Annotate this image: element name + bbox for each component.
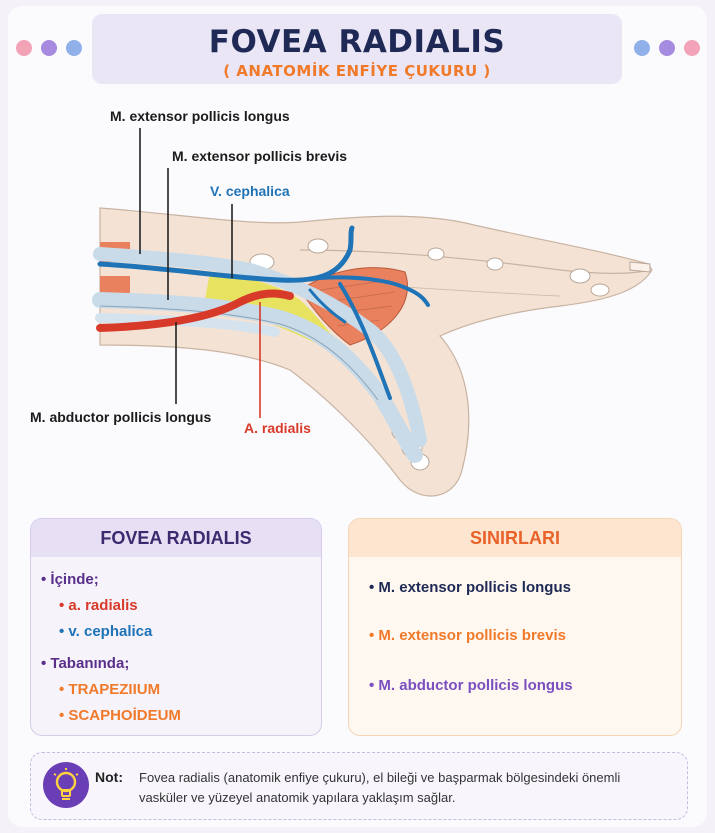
page-title: FOVEA RADIALIS: [208, 24, 506, 60]
vein-branch: [308, 288, 347, 324]
borders-card: SINIRLARI • M. extensor pollicis longus …: [348, 518, 682, 736]
tendon-outline: [99, 305, 379, 401]
decor-dot: [41, 40, 57, 56]
label-epl: M. extensor pollicis longus: [110, 108, 290, 124]
epb-tendon: [92, 292, 423, 463]
border-item: • M. extensor pollicis longus: [369, 579, 571, 596]
apl-tendon: [95, 313, 280, 337]
decor-dot: [634, 40, 650, 56]
label-epb: M. extensor pollicis brevis: [172, 148, 348, 164]
floor-item: • TRAPEZIIUM: [59, 681, 161, 698]
inside-heading: • İçinde;: [41, 571, 99, 588]
radial-artery: [96, 289, 294, 332]
note-label: Not:: [95, 769, 123, 785]
decor-dot: [16, 40, 32, 56]
inside-item: • v. cephalica: [59, 623, 153, 640]
inside-item: • a. radialis: [59, 597, 138, 614]
vein-branch: [298, 275, 430, 307]
label-radial-artery: A. radialis: [244, 420, 311, 436]
page-subtitle: ( ANATOMİK ENFİYE ÇUKURU ): [223, 62, 491, 80]
floor-heading: • Tabanında;: [41, 655, 130, 672]
note-box: Not: Fovea radialis (anatomik enfiye çuk…: [30, 752, 688, 820]
epl-tendon: [93, 247, 427, 447]
floor-item: • SCAPHOİDEUM: [59, 707, 181, 724]
label-cephalic-vein: V. cephalica: [210, 183, 290, 199]
header-banner: FOVEA RADIALIS ( ANATOMİK ENFİYE ÇUKURU …: [92, 14, 622, 84]
leader-lines: [139, 128, 261, 418]
nail: [629, 261, 651, 273]
decor-dot: [66, 40, 82, 56]
border-item: • M. extensor pollicis brevis: [369, 627, 566, 644]
fovea-radialis-card: FOVEA RADIALIS • İçinde; • a. radialis •…: [30, 518, 322, 736]
note-text: Fovea radialis (anatomik enfiye çukuru),…: [139, 770, 621, 805]
vein-branch: [338, 282, 392, 400]
decor-dot: [684, 40, 700, 56]
label-apl: M. abductor pollicis longus: [30, 409, 212, 425]
card-title: SINIRLARI: [349, 519, 681, 557]
decor-dots-left: [16, 40, 82, 56]
lightbulb-icon: [43, 762, 89, 808]
decor-dot: [659, 40, 675, 56]
hand-skin: [99, 207, 653, 497]
decor-dots-right: [634, 40, 700, 56]
border-item: • M. abductor pollicis longus: [369, 677, 573, 694]
finger-contour: [299, 249, 649, 274]
card-title: FOVEA RADIALIS: [31, 519, 321, 557]
